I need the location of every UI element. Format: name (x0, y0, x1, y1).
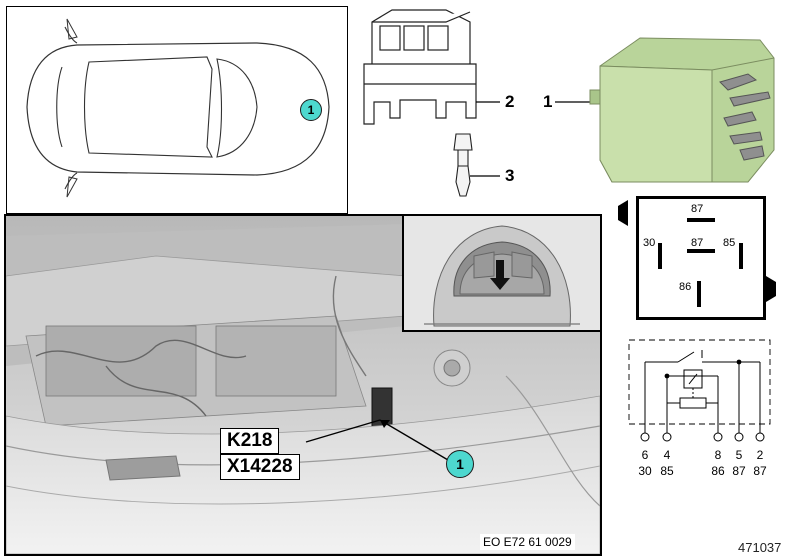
schematic-pin-3-top: 8 (714, 448, 722, 462)
callout-3: 3 (505, 166, 515, 185)
schematic-pin-3-bottom: 86 (711, 464, 725, 478)
relay-drawing (589, 37, 775, 183)
schematic-pin-1-top: 6 (641, 448, 649, 462)
car-topview-outline (26, 18, 330, 198)
relay-pin-diagram: 87 30 87 85 86 (636, 196, 766, 320)
diagram-number: 471037 (738, 540, 782, 555)
schematic-pin-2-top: 4 (663, 448, 671, 462)
schematic-pin-1-bottom: 30 (638, 464, 652, 478)
callout-1: 1 (543, 92, 553, 111)
callout-2: 2 (505, 92, 515, 111)
installation-photo-panel: K218 X14228 1 EO E72 61 0029 (4, 214, 602, 556)
pin-86-label: 86 (679, 281, 692, 293)
schematic-pin-2-bottom: 85 (660, 464, 674, 478)
inset-rear-view (402, 216, 600, 332)
terminal-drawing (453, 133, 473, 197)
vehicle-location-panel: 1 (6, 6, 348, 214)
pin-30-label: 30 (643, 237, 656, 249)
photo-reference: EO E72 61 0029 (480, 534, 575, 550)
location-marker: 1 (300, 99, 322, 121)
trunk-interior-rendering (6, 216, 600, 554)
connector-housing-drawing (363, 9, 477, 125)
schematic-pin-4-top: 5 (735, 448, 743, 462)
schematic-pin-5-bottom: 87 (753, 464, 767, 478)
pin-87-top-label: 87 (691, 203, 704, 215)
connector-code-box: X14228 (220, 454, 300, 480)
schematic-pin-4-bottom: 87 (732, 464, 746, 478)
pin-85-label: 85 (723, 237, 736, 249)
schematic-pin-5-top: 2 (756, 448, 764, 462)
rear-hatch-rendering (424, 225, 580, 327)
relay-code-box: K218 (220, 428, 280, 454)
photo-marker: 1 (446, 450, 474, 478)
relay-pin-blades (658, 218, 743, 307)
pin-87-mid-label: 87 (691, 237, 704, 249)
